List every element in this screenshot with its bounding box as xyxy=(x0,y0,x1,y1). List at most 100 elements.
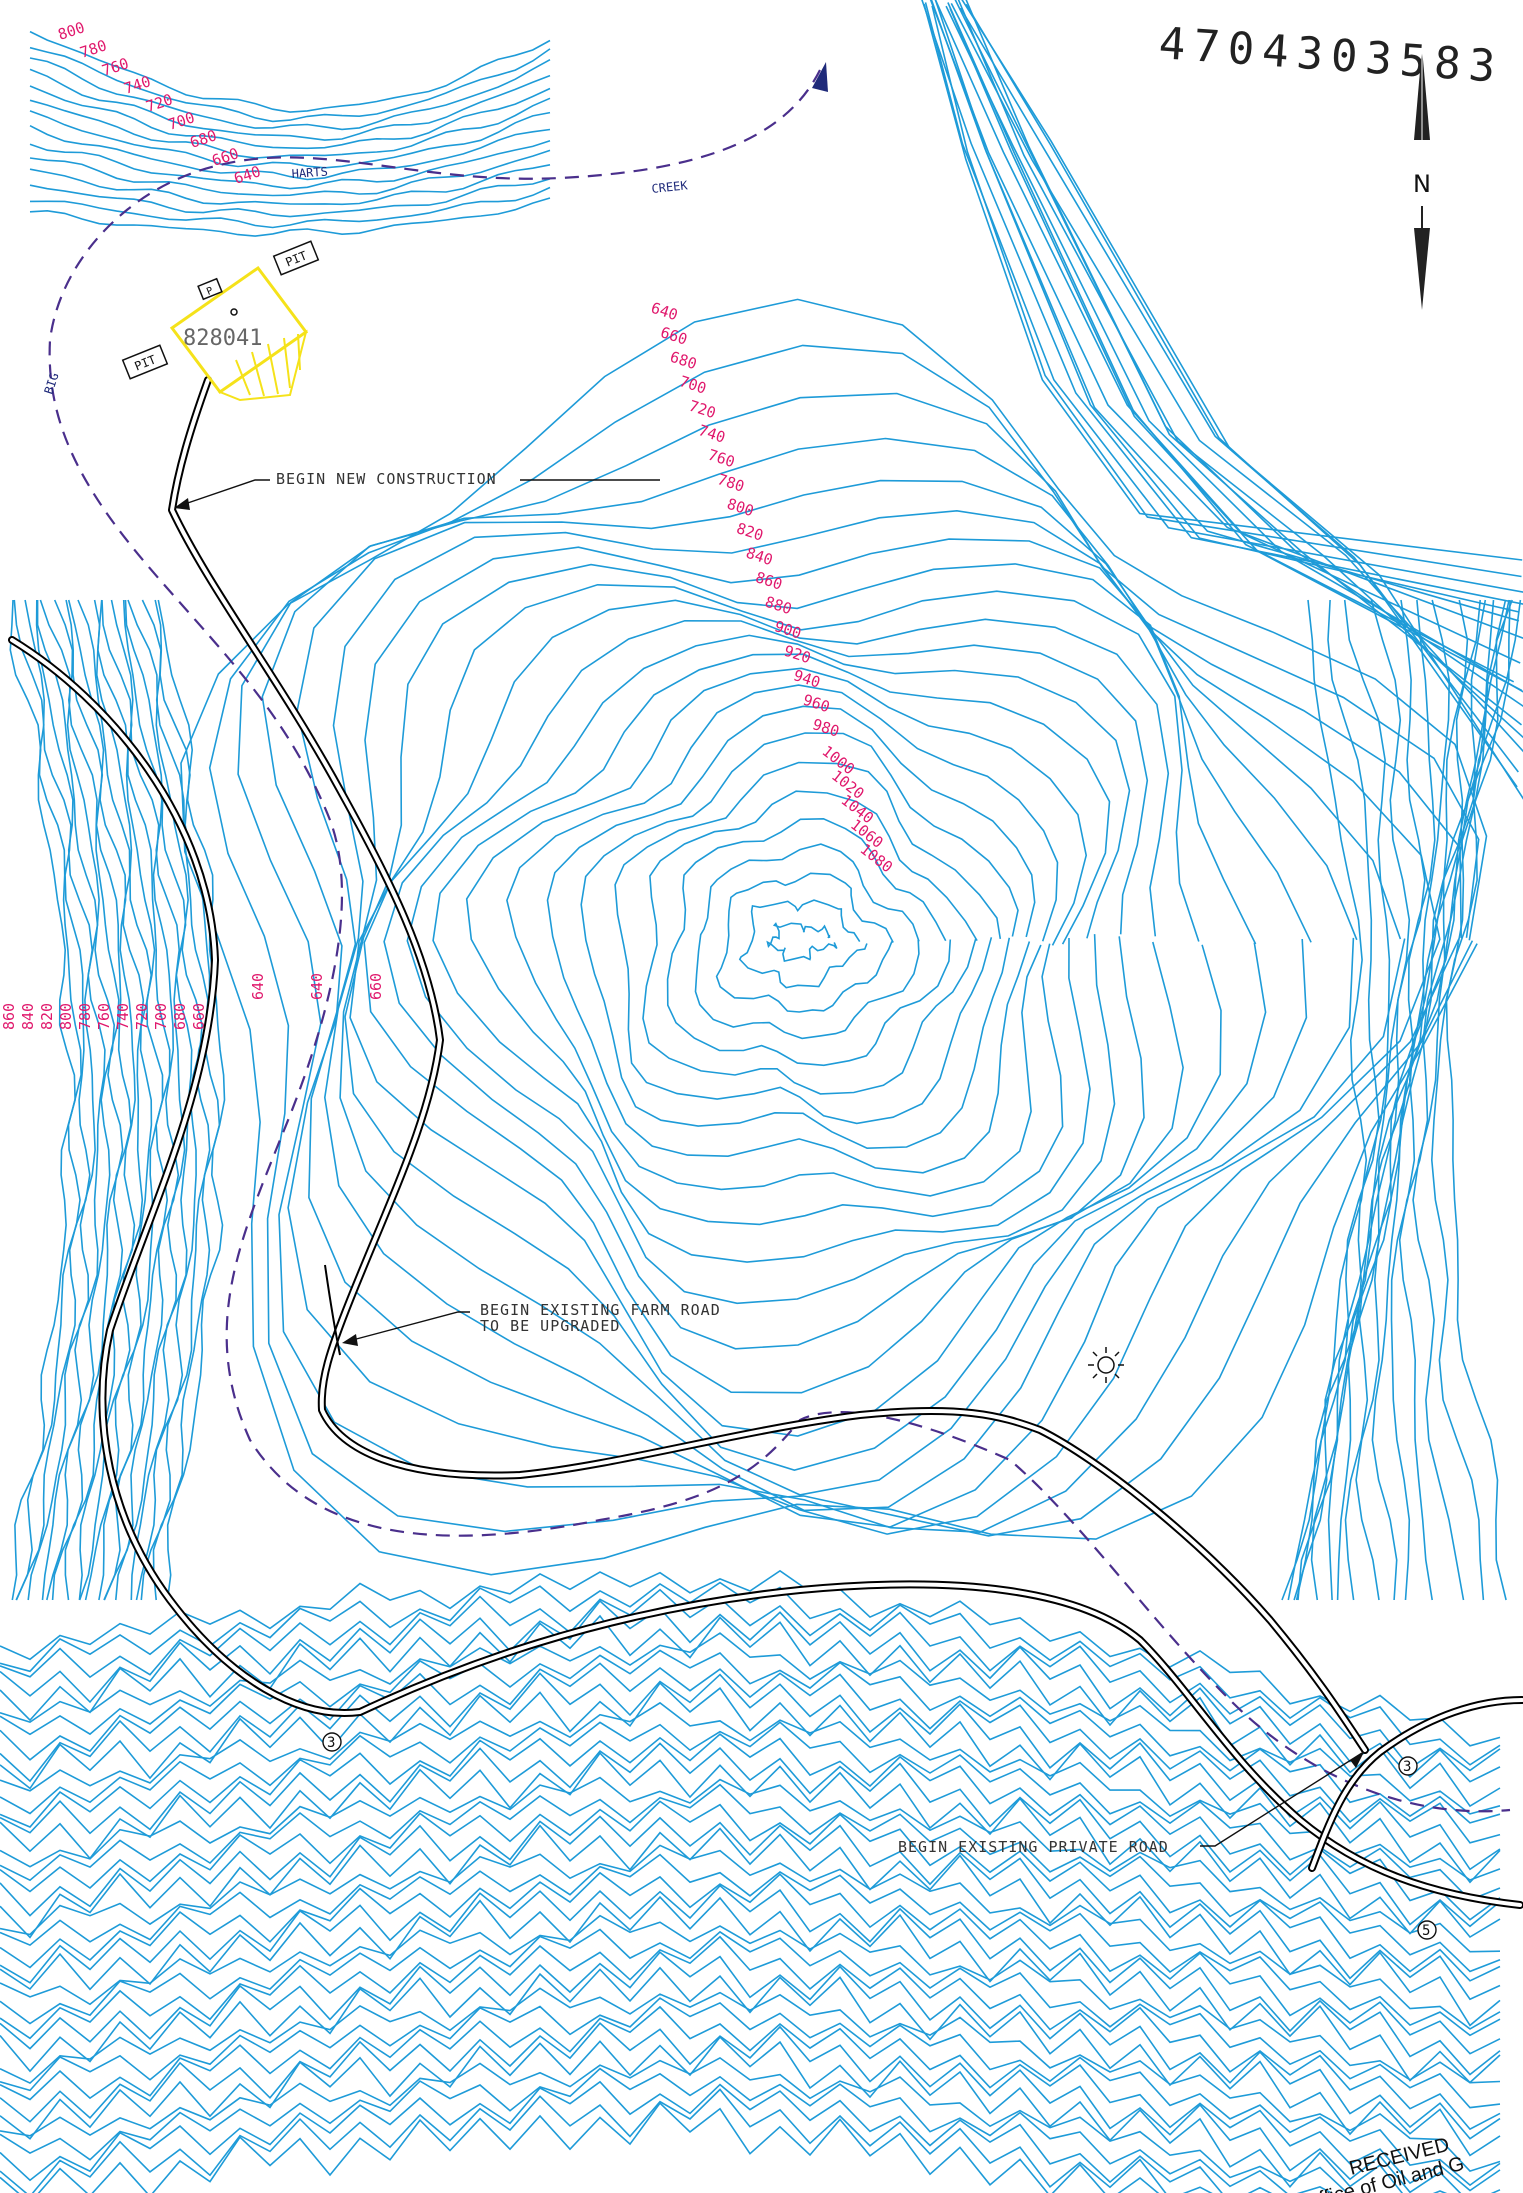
contour-line xyxy=(0,2056,1349,2193)
route-marker-5: 5 xyxy=(1417,1920,1437,1940)
contour-label: 640 xyxy=(308,973,326,1000)
contour-label: 720 xyxy=(687,397,718,422)
contour-line xyxy=(0,1824,1501,2027)
contour-line xyxy=(1336,599,1469,1601)
contour-line xyxy=(931,5,1522,578)
contour-line xyxy=(0,1599,1501,1783)
access-road-new xyxy=(168,376,1369,1754)
contour-line xyxy=(957,0,1523,739)
contour-line xyxy=(950,3,1523,753)
contour-line xyxy=(0,1914,1501,2084)
contour-line xyxy=(0,1614,1501,1808)
leader-new-construction xyxy=(175,479,270,508)
svg-text:3: 3 xyxy=(1403,1759,1411,1775)
contour-line xyxy=(929,0,1523,639)
route-marker-3-east: 3 xyxy=(1398,1756,1418,1776)
contour-label: 920 xyxy=(782,642,813,667)
contour-line xyxy=(666,817,952,1067)
contour-line xyxy=(1281,599,1368,1601)
note-farm-road-line1: BEGIN EXISTING FARM ROAD xyxy=(480,1301,721,1319)
contour-line xyxy=(406,634,1131,1305)
landmark-symbol-icon xyxy=(1088,1347,1124,1383)
contour-label: 660 xyxy=(367,973,385,1000)
contour-line xyxy=(9,599,76,1601)
contour-line xyxy=(0,2067,1334,2193)
contour-line xyxy=(738,899,868,989)
pit-label-north: PIT xyxy=(272,240,320,276)
contour-line xyxy=(1287,599,1380,1601)
contour-line xyxy=(580,732,1019,1150)
contour-line xyxy=(157,599,226,1601)
contour-line xyxy=(64,599,132,1601)
contour-line xyxy=(965,0,1522,726)
contour-line xyxy=(959,7,1519,773)
contour-line xyxy=(339,538,1312,1496)
contour-line xyxy=(694,843,920,1040)
contour-label: 800 xyxy=(57,1003,75,1030)
leader-farm-road xyxy=(344,1311,470,1343)
contour-line xyxy=(84,599,153,1601)
contour-line xyxy=(1390,599,1510,1601)
contour-line xyxy=(0,1951,1501,2140)
contour-line xyxy=(140,599,211,1601)
contour-line xyxy=(0,1935,1501,2131)
contour-line xyxy=(1295,599,1391,1601)
contour-line xyxy=(152,599,221,1601)
contour-line xyxy=(0,1751,1501,1939)
note-private-road: BEGIN EXISTING PRIVATE ROAD xyxy=(898,1838,1169,1856)
contour-line xyxy=(465,667,1088,1226)
contour-line xyxy=(51,599,124,1601)
contour-label: 700 xyxy=(166,108,197,133)
contour-line xyxy=(954,0,1523,708)
contour-line xyxy=(934,0,1521,664)
contour-line xyxy=(29,186,551,229)
contour-label: 880 xyxy=(763,593,794,618)
contour-line xyxy=(0,2035,1448,2193)
contour-line xyxy=(1327,599,1451,1601)
contour-label: 840 xyxy=(19,1003,37,1030)
contour-line xyxy=(0,1649,1501,1824)
note-farm-road-line2: TO BE UPGRADED xyxy=(480,1317,620,1335)
contour-line xyxy=(29,164,551,206)
contour-label: 900 xyxy=(772,617,803,642)
contour-line xyxy=(237,392,1462,1534)
contour-line xyxy=(1344,599,1481,1601)
contour-line xyxy=(432,653,1111,1263)
route-3-east-branch xyxy=(1308,1696,1523,1872)
contour-label: 820 xyxy=(38,1003,56,1030)
contour-line xyxy=(29,178,551,218)
creek-flow-arrow xyxy=(812,62,828,92)
contour-line xyxy=(29,85,551,150)
contour-line xyxy=(0,2005,1501,2192)
contour-label: 640 xyxy=(649,299,680,324)
creek-label-harts: HARTS xyxy=(291,165,328,181)
contour-label: 780 xyxy=(78,36,109,61)
contour-line xyxy=(29,140,551,190)
contour-line xyxy=(0,1815,1501,2001)
creek-label-creek: CREEK xyxy=(651,178,689,196)
contour-line xyxy=(766,922,838,963)
contour-label: 780 xyxy=(715,470,746,495)
pad-marker: P xyxy=(197,277,223,301)
contour-line xyxy=(27,599,96,1601)
contour-line xyxy=(0,1800,1501,1982)
contour-label: 700 xyxy=(677,372,708,397)
svg-text:P: P xyxy=(205,285,215,297)
contour-line xyxy=(0,1672,1501,1871)
contour-line xyxy=(614,761,1002,1125)
contour-line xyxy=(180,298,1488,1576)
contour-line xyxy=(923,3,1523,561)
contour-line xyxy=(29,46,551,123)
contour-line xyxy=(1297,599,1426,1601)
contour-label: 860 xyxy=(753,568,784,593)
contour-label: 680 xyxy=(171,1003,189,1030)
contour-line xyxy=(29,57,551,131)
contour-line xyxy=(0,1701,1501,1881)
contour-label: 760 xyxy=(706,446,737,471)
contour-line xyxy=(715,872,894,1013)
contour-line xyxy=(115,599,186,1601)
contour-line xyxy=(506,684,1059,1197)
contour-line xyxy=(0,1588,1501,1772)
